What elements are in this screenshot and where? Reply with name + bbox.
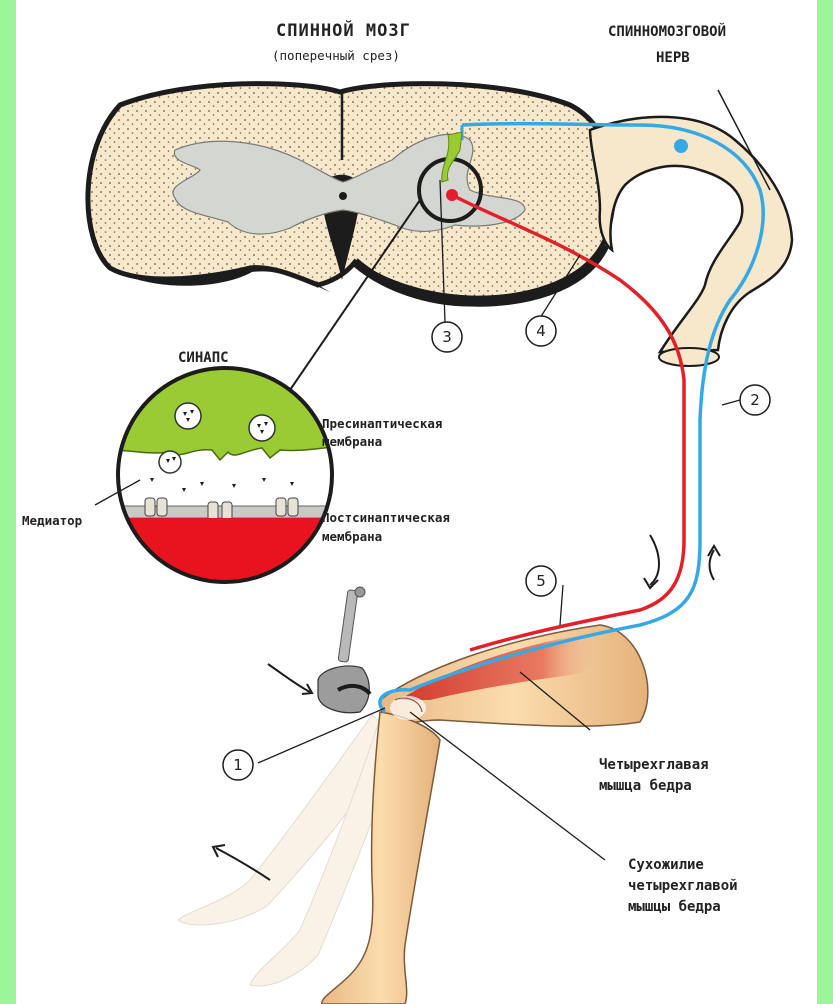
tendon-label-line2: четырехглавой	[628, 878, 738, 894]
svg-text:4: 4	[536, 322, 546, 340]
marker-4: 4	[526, 316, 556, 346]
marker-3: 3	[432, 322, 462, 352]
spinal-nerve-label-line1: СПИННОМОЗГОВОЙ	[608, 23, 726, 40]
marker-2: 2	[740, 385, 770, 415]
tendon-label-line3: мышцы бедра	[628, 899, 721, 915]
mediator-label: Медиатор	[22, 513, 82, 528]
leg	[178, 625, 648, 1004]
svg-text:5: 5	[536, 572, 546, 590]
marker-1: 1	[223, 750, 253, 780]
reflex-arc-diagram: 1 2 3 4 5 СПИННОЙ МОЗГ (поперечный срез)…	[16, 0, 817, 1004]
reflex-hammer	[318, 587, 370, 713]
presynaptic-label-line2: мембрана	[322, 434, 382, 449]
quadriceps-label-line1: Четырехглавая	[599, 757, 709, 773]
synapse-label: СИНАПС	[178, 350, 229, 366]
svg-text:1: 1	[233, 756, 243, 774]
presynaptic-label-line1: Пресинаптическая	[322, 416, 442, 431]
marker-5: 5	[526, 566, 556, 596]
tendon-label-line1: Сухожилие	[628, 857, 704, 873]
svg-text:2: 2	[750, 391, 760, 409]
postsynaptic-label-line2: мембрана	[322, 529, 382, 544]
spinal-cord-title: СПИННОЙ МОЗГ	[276, 19, 411, 41]
quadriceps-label-line2: мышца бедра	[599, 778, 692, 794]
spinal-nerve-label-line2: НЕРВ	[656, 50, 690, 66]
motor-neuron-body	[446, 189, 458, 201]
spinal-cord-subtitle: (поперечный срез)	[272, 48, 400, 63]
postsynaptic-label-line1: Постсинаптическая	[322, 510, 450, 525]
diagram-canvas: 1 2 3 4 5 СПИННОЙ МОЗГ (поперечный срез)…	[16, 0, 817, 1004]
spinal-cord-section	[88, 84, 614, 303]
sensory-neuron-body	[674, 139, 688, 153]
svg-text:3: 3	[442, 328, 452, 346]
